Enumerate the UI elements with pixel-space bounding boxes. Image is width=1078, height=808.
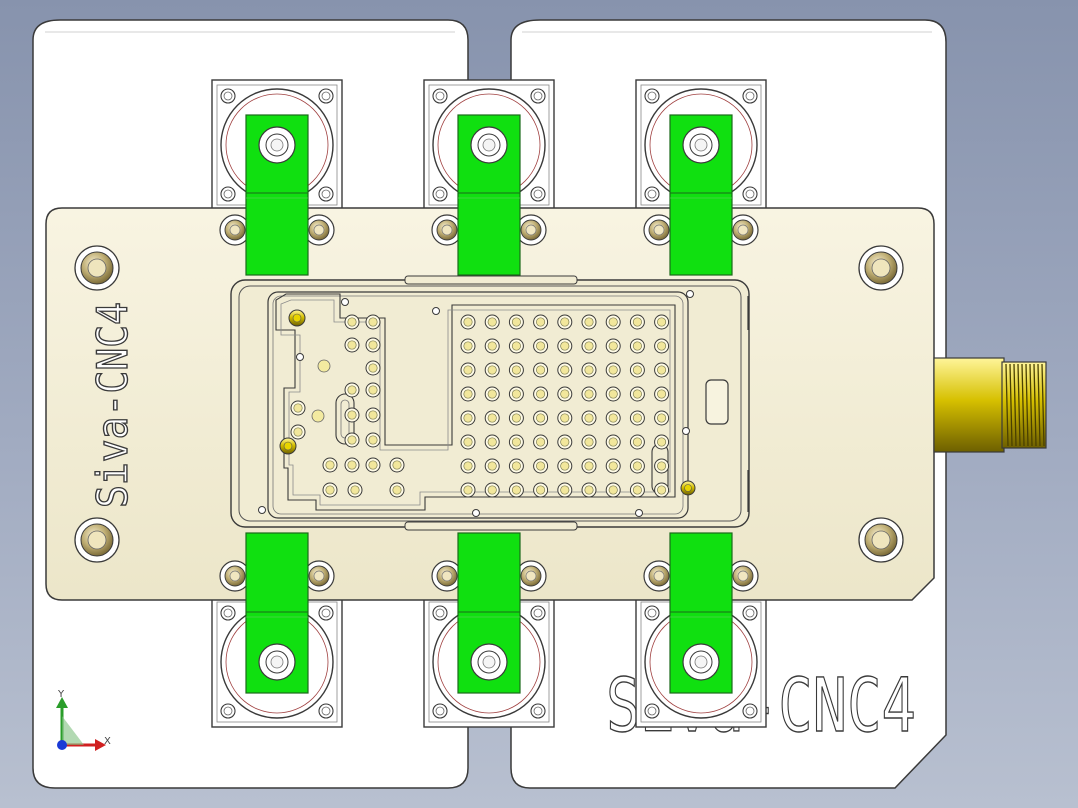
corner-bosses xyxy=(74,214,904,592)
axis-x-label: X xyxy=(104,736,111,747)
air-fitting[interactable] xyxy=(933,357,1047,453)
mount-bolt-hole xyxy=(644,605,660,621)
clamp-arm[interactable] xyxy=(669,532,733,694)
mount-bolt-hole xyxy=(742,703,758,719)
mount-bolt-hole xyxy=(742,88,758,104)
thread-line xyxy=(1021,363,1025,447)
clamp-arm[interactable] xyxy=(245,114,309,276)
clamp-group[interactable] xyxy=(245,114,733,694)
thread-line xyxy=(1029,363,1033,447)
mount-bolt-hole xyxy=(318,605,334,621)
axis-y-label: Y xyxy=(57,689,65,700)
mount-bolt-hole xyxy=(432,88,448,104)
pocket-holes xyxy=(258,290,694,517)
mount-bolt-hole xyxy=(220,703,236,719)
plate-engraving: Siva-CNC4 xyxy=(88,302,137,508)
clamp-arm[interactable] xyxy=(669,114,733,276)
mount-bolt-hole xyxy=(742,605,758,621)
mount-bolt-hole xyxy=(432,605,448,621)
thread-line xyxy=(1005,363,1009,447)
clamp-arm[interactable] xyxy=(245,532,309,694)
mount-bolt-hole xyxy=(530,605,546,621)
mount-bolt-hole xyxy=(220,88,236,104)
mount-bolt-hole xyxy=(644,703,660,719)
clamp-arm[interactable] xyxy=(457,114,521,276)
mount-bolt-hole xyxy=(318,186,334,202)
mount-bolt-hole xyxy=(220,186,236,202)
locator-pins xyxy=(279,309,696,496)
mount-bolt-hole xyxy=(742,186,758,202)
mount-bolt-hole xyxy=(530,186,546,202)
mount-bolt-hole xyxy=(318,703,334,719)
mount-bolt-hole xyxy=(432,703,448,719)
coordinate-axis-icon: Y X xyxy=(56,689,111,751)
mount-bolt-hole xyxy=(318,88,334,104)
clamp-arm[interactable] xyxy=(457,532,521,694)
mount-bolt-hole xyxy=(432,186,448,202)
thread-line xyxy=(1013,363,1017,447)
pin-grid xyxy=(290,314,670,498)
thread-line xyxy=(1037,363,1041,447)
mount-bolt-hole xyxy=(644,186,660,202)
thread-line xyxy=(1041,363,1045,447)
mount-bolt-hole xyxy=(530,88,546,104)
thread-line xyxy=(1009,363,1013,447)
mount-bolt-hole xyxy=(220,605,236,621)
thread-line xyxy=(1017,363,1021,447)
mount-bolt-hole xyxy=(530,703,546,719)
mount-bolt-hole xyxy=(644,88,660,104)
thread-line xyxy=(1025,363,1029,447)
thread-line xyxy=(1033,363,1037,447)
